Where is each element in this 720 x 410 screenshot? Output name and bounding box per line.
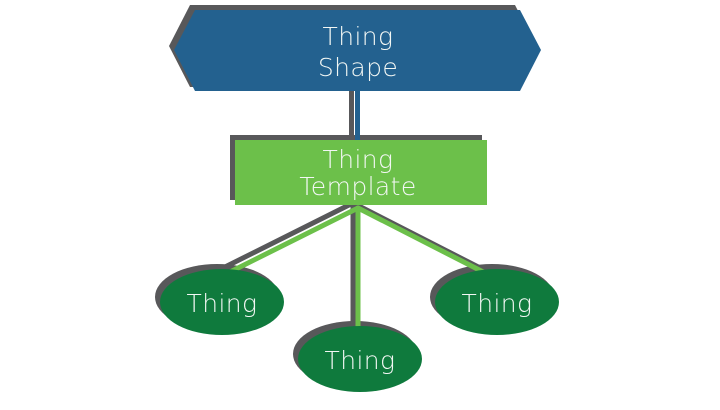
node-template[interactable]: Thing Template — [235, 140, 487, 205]
template-to-leaf-connector-right — [355, 205, 498, 281]
leaf-label-left: Thing — [187, 289, 258, 318]
template-label-line1: Thing — [323, 145, 394, 174]
template-label-line2: Template — [299, 172, 416, 201]
leaf-label-right: Thing — [462, 289, 533, 318]
template-to-leaf-connector-left — [215, 205, 361, 281]
root-to-template-connector — [355, 88, 360, 146]
node-leaf-left[interactable]: Thing — [160, 269, 284, 335]
template-shape[interactable] — [235, 140, 487, 205]
template-to-leaf-connectors — [215, 205, 498, 333]
node-leaf-center[interactable]: Thing — [298, 326, 422, 392]
root-label-line1: Thing — [323, 22, 394, 51]
root-connector-shadow — [349, 83, 354, 143]
leaf-label-center: Thing — [325, 346, 396, 375]
leaf-shape-left[interactable] — [160, 269, 284, 335]
leaf-connector-shadow-left — [210, 200, 356, 276]
node-leaf-right[interactable]: Thing — [435, 269, 559, 335]
root-label-line2: Shape — [318, 53, 398, 82]
root-shape[interactable] — [174, 10, 541, 91]
leaf-shape-center[interactable] — [298, 326, 422, 392]
node-root[interactable]: Thing Shape — [174, 10, 541, 91]
leaf-shape-right[interactable] — [435, 269, 559, 335]
connector-layer — [215, 88, 498, 333]
